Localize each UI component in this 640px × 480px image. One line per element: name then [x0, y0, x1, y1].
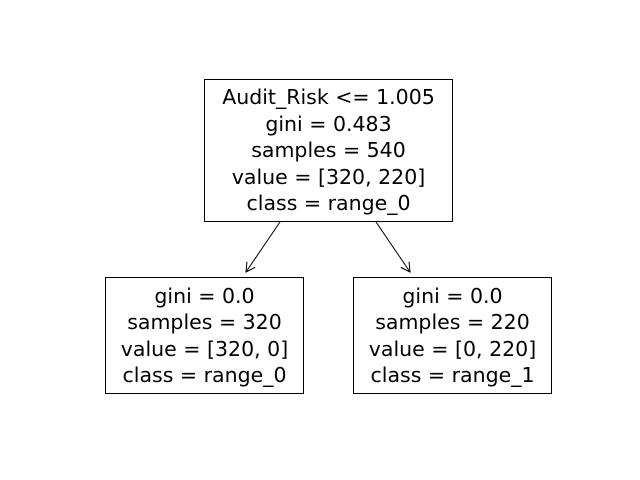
- right-value-label: value = [0, 220]: [368, 336, 537, 361]
- root-value-label: value = [320, 220]: [231, 164, 426, 189]
- right-gini-label: gini = 0.0: [402, 283, 503, 308]
- edge-root-to-left: [245, 221, 281, 273]
- root-node: Audit_Risk <= 1.005 gini = 0.483 samples…: [204, 79, 453, 222]
- edge-root-to-right: [375, 221, 411, 273]
- right-leaf-node: gini = 0.0 samples = 220 value = [0, 220…: [353, 277, 552, 394]
- root-class-label: class = range_0: [246, 191, 411, 216]
- root-samples-label: samples = 540: [251, 138, 406, 163]
- left-gini-label: gini = 0.0: [154, 283, 255, 308]
- right-samples-label: samples = 220: [375, 310, 530, 334]
- left-value-label: value = [320, 0]: [120, 336, 289, 361]
- right-class-label: class = range_1: [370, 363, 535, 387]
- root-gini-label: gini = 0.483: [265, 111, 392, 136]
- root-split-label: Audit_Risk <= 1.005: [222, 85, 435, 110]
- left-leaf-node: gini = 0.0 samples = 320 value = [320, 0…: [105, 277, 304, 394]
- left-samples-label: samples = 320: [127, 310, 282, 334]
- left-class-label: class = range_0: [122, 363, 287, 387]
